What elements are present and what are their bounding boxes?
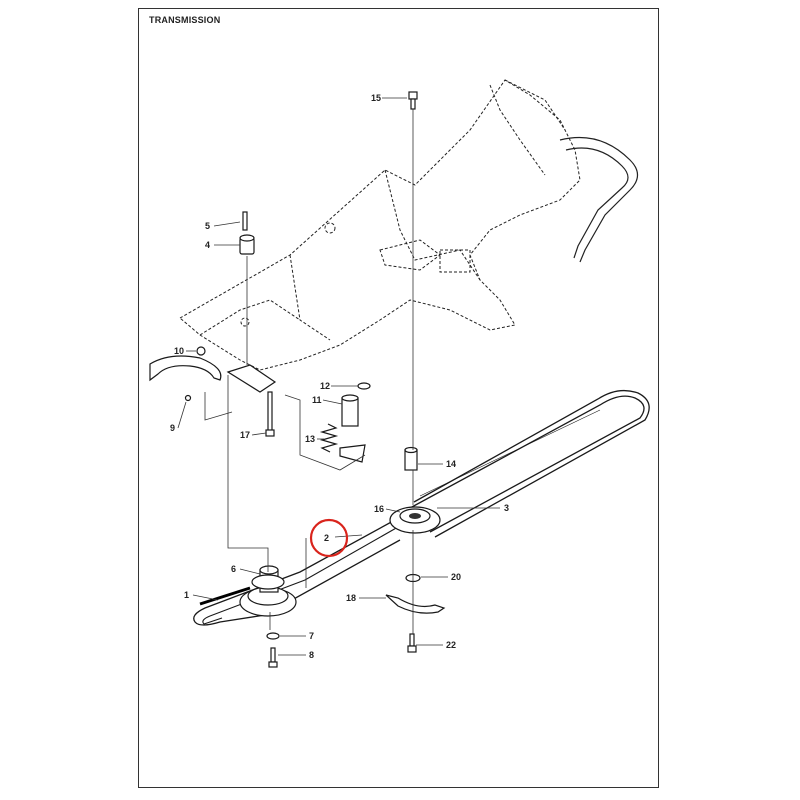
bracket-9 [149, 355, 222, 402]
bolt-17 [265, 391, 275, 437]
callout-15: 15 [371, 93, 381, 103]
ring-12 [357, 382, 371, 390]
callout-8: 8 [309, 650, 314, 660]
callout-7: 7 [309, 631, 314, 641]
assembly-lines [204, 109, 414, 634]
callout-labels: 15 5 4 10 9 12 11 13 17 14 3 16 2 6 1 7 … [170, 93, 509, 660]
callout-18: 18 [346, 593, 356, 603]
pulley-16 [389, 506, 441, 534]
callout-6: 6 [231, 564, 236, 574]
callout-14: 14 [446, 459, 456, 469]
bushing-4 [239, 234, 255, 255]
spring-13 [319, 423, 339, 453]
tensioner-18 [385, 594, 446, 614]
callout-17: 17 [240, 430, 250, 440]
pin-5 [242, 211, 248, 231]
callout-12: 12 [320, 381, 330, 391]
tube-11 [341, 394, 359, 427]
highlight-circle [309, 518, 349, 558]
callout-2: 2 [324, 533, 329, 543]
belt-3 [409, 389, 650, 538]
callout-22: 22 [446, 640, 456, 650]
callout-3: 3 [504, 503, 509, 513]
callout-13: 13 [305, 434, 315, 444]
fan-6 [251, 574, 285, 590]
callout-10: 10 [174, 346, 184, 356]
idler-bracket [226, 364, 277, 393]
arm-13-bracket [339, 444, 366, 463]
bolt-15 [408, 91, 418, 110]
callout-leaders [177, 97, 500, 656]
callout-16: 16 [374, 504, 384, 514]
callout-5: 5 [205, 221, 210, 231]
bolt-22 [407, 633, 417, 653]
nut-10 [196, 346, 206, 356]
callout-9: 9 [170, 423, 175, 433]
bolt-8 [268, 647, 278, 668]
belt-1 [193, 519, 401, 626]
washer-7 [266, 632, 280, 640]
callout-4: 4 [205, 240, 210, 250]
callout-20: 20 [451, 572, 461, 582]
callout-11: 11 [312, 395, 322, 405]
page-title: TRANSMISSION [149, 15, 221, 25]
callout-1: 1 [184, 590, 189, 600]
chassis-frame [179, 79, 639, 371]
spacer-14 [404, 446, 418, 471]
